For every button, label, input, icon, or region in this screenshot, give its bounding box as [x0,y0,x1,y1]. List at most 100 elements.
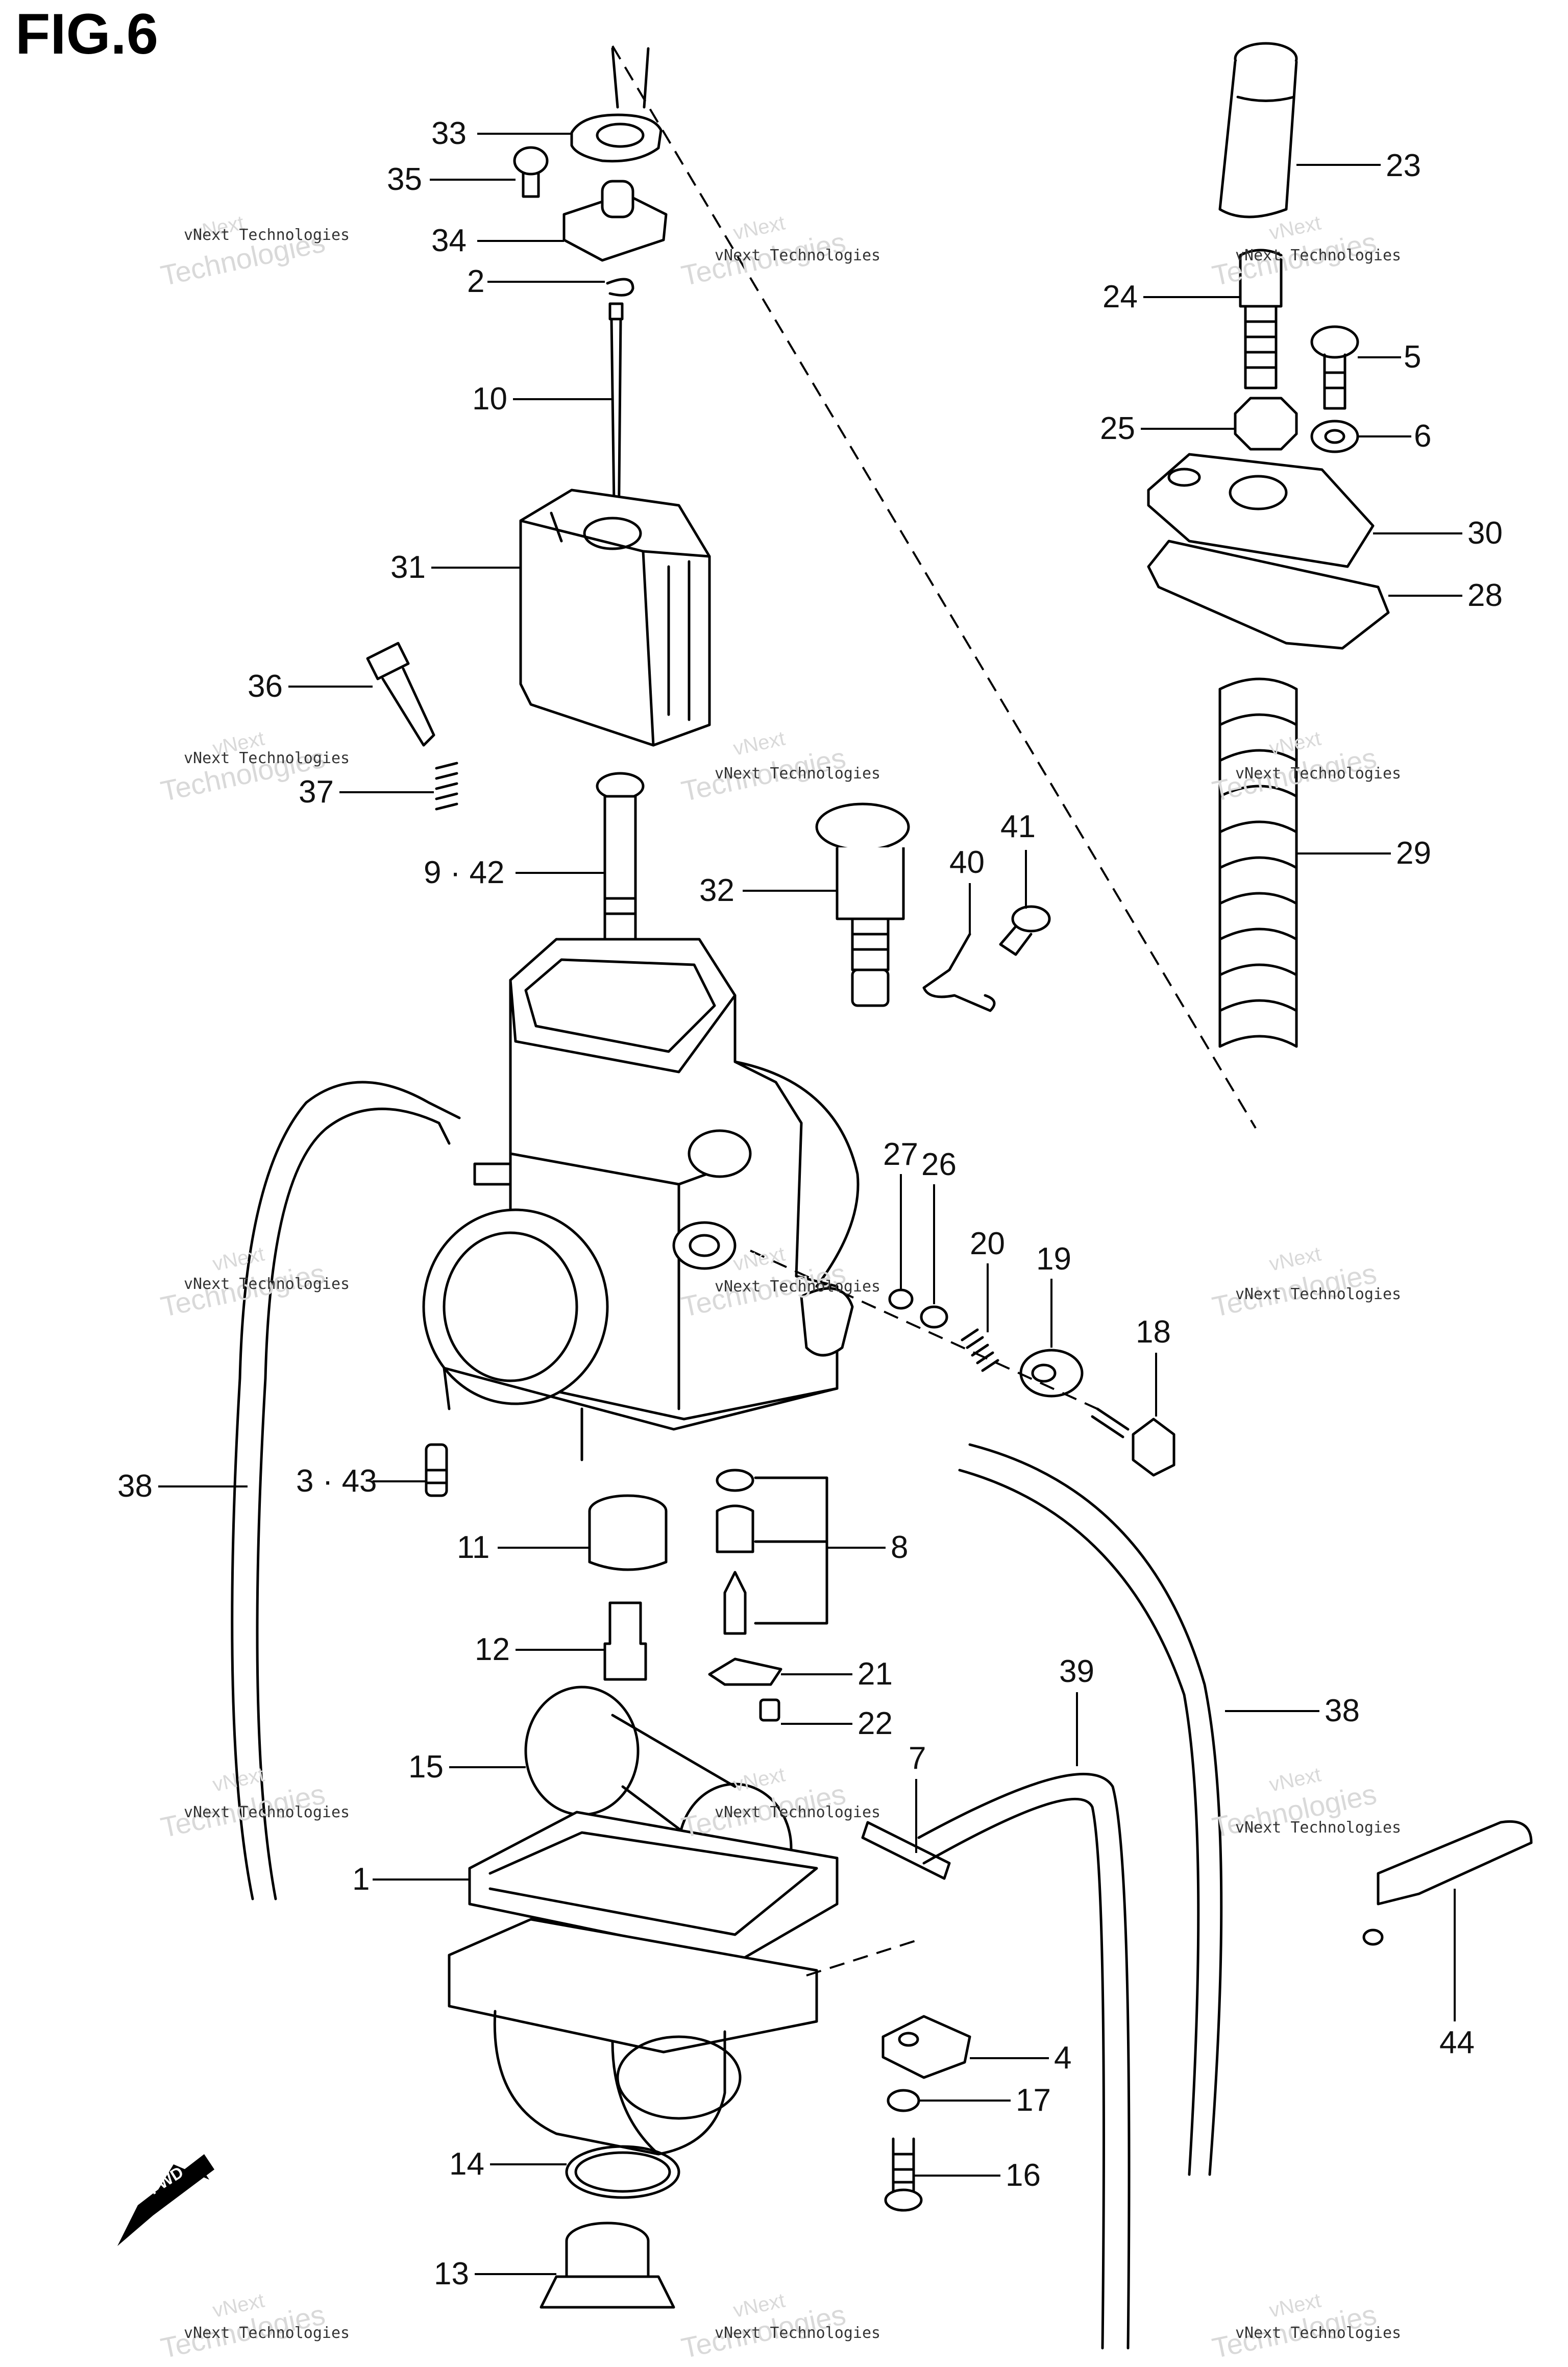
part-25-nut [1234,397,1298,451]
callout-1: 1 [352,1862,470,1897]
part-14-o-ring [565,2145,680,2199]
callout-label-40: 40 [949,845,985,880]
alignment-line-18 [750,1250,1098,1410]
watermark: vNext Technologies vNext Technologies [158,1764,350,1844]
part-3-43-pilot-jet [425,1443,448,1497]
svg-text:vNext Technologies: vNext Technologies [184,1275,350,1293]
callout-41: 41 [1000,809,1036,909]
callout-label-12: 12 [475,1632,510,1667]
callout-7: 7 [909,1741,926,1853]
callout-17: 17 [919,2083,1051,2118]
watermark: vNext Technologies vNext Technologies [1209,212,1401,292]
callout-label-26: 26 [921,1147,957,1182]
divider-line [611,45,1257,1129]
callout-15: 15 [408,1749,526,1785]
figure-title: FIG.6 [15,2,158,66]
callout-16: 16 [914,2158,1041,2193]
part-36-air-screw [366,642,435,747]
part-34-plate [562,180,668,262]
callout-21: 21 [781,1656,893,1692]
callout-label-22: 22 [857,1706,893,1741]
callout-23: 23 [1296,148,1421,183]
part-35-screw [513,146,549,198]
callout-label-9-42: 9 · 42 [424,855,505,890]
callout-6: 6 [1358,419,1431,454]
part-6-washer [1310,420,1359,453]
callout-label-44: 44 [1439,2025,1475,2060]
callout-40: 40 [949,845,985,934]
callout-label-28: 28 [1467,578,1503,613]
callout-label-29: 29 [1396,836,1431,871]
callout-34: 34 [431,223,564,258]
part-19-collar [1019,1349,1084,1398]
callout-label-14: 14 [449,2146,484,2182]
callout-25: 25 [1100,411,1235,446]
callout-14: 14 [449,2146,567,2182]
part-28-gasket [1147,540,1390,650]
watermark: vNext Technologies vNext Technologies [678,2289,880,2364]
part-38-left-hose [231,1081,461,1900]
callout-label-15: 15 [408,1749,444,1785]
callout-label-11: 11 [457,1530,489,1565]
callout-label-39: 39 [1059,1654,1094,1689]
callout-label-35: 35 [387,162,422,197]
part-2-clip [606,278,634,297]
part-31-throttle-slide [519,489,711,747]
callout-39: 39 [1059,1654,1094,1766]
part-20-spring [961,1328,999,1372]
callout-32: 32 [699,873,837,908]
watermark: vNext Technologies vNext Technologies [1209,2289,1401,2364]
part-5-screw [1310,325,1359,410]
part-22-pin [759,1698,780,1722]
svg-text:vNext Technologies: vNext Technologies [715,765,880,783]
part-39-hose [917,1772,1131,2350]
callout-44: 44 [1439,1889,1475,2060]
callout-28: 28 [1388,578,1503,613]
callout-label-4: 4 [1054,2040,1071,2076]
callout-13: 13 [434,2256,556,2291]
watermark: vNext Technologies vNext Technologies [158,1243,350,1323]
svg-text:vNext Technologies: vNext Technologies [1235,247,1401,264]
callout-37: 37 [299,774,434,810]
callout-label-25: 25 [1100,411,1135,446]
part-9-42-needle-jet [596,772,645,951]
svg-text:vNext Technologies: vNext Technologies [184,749,350,767]
part-33-cable-cap [570,47,663,163]
callout-5: 5 [1358,339,1421,375]
part-44-hose-clamp [1377,1820,1533,1906]
callout-26: 26 [921,1147,957,1304]
svg-text:vNext Technologies: vNext Technologies [184,1803,350,1821]
svg-text:vNext Technologies: vNext Technologies [184,2324,350,2342]
callout-label-17: 17 [1016,2083,1051,2118]
callout-38b: 38 [1225,1693,1360,1728]
part-13-drain-plug [540,2222,675,2309]
part-38-right-hose-inner [958,1469,1200,2176]
part-40-clip [922,933,996,1012]
callout-35: 35 [387,162,516,197]
svg-text:vNext Technologies: vNext Technologies [184,226,350,244]
callout-27: 27 [883,1137,918,1289]
svg-text:vNext Technologies: vNext Technologies [1235,1819,1401,1837]
callout-36: 36 [248,669,373,704]
callout-label-24: 24 [1102,279,1138,314]
callout-19: 19 [1036,1241,1071,1348]
part-24-cable-adjuster [1239,249,1283,389]
svg-text:vNext Technologies: vNext Technologies [1235,765,1401,783]
part-4-bracket [881,2015,971,2079]
callout-29: 29 [1296,836,1431,871]
part-12-main-jet [603,1601,647,1681]
callout-label-30: 30 [1467,516,1503,551]
callout-label-23: 23 [1386,148,1421,183]
part-26-washer [920,1305,948,1329]
part-17-washer [887,2089,920,2112]
svg-text:vNext Technologies: vNext Technologies [715,1278,880,1296]
callout-8: 8 [827,1530,908,1565]
part-30-top-cap [1147,453,1375,568]
callout-3-43: 3 · 43 [296,1463,426,1499]
svg-text:vNext Technologies: vNext Technologies [1235,2324,1401,2342]
callout-label-1: 1 [352,1862,370,1897]
part-37-spring [435,762,458,811]
callout-4: 4 [970,2040,1071,2076]
